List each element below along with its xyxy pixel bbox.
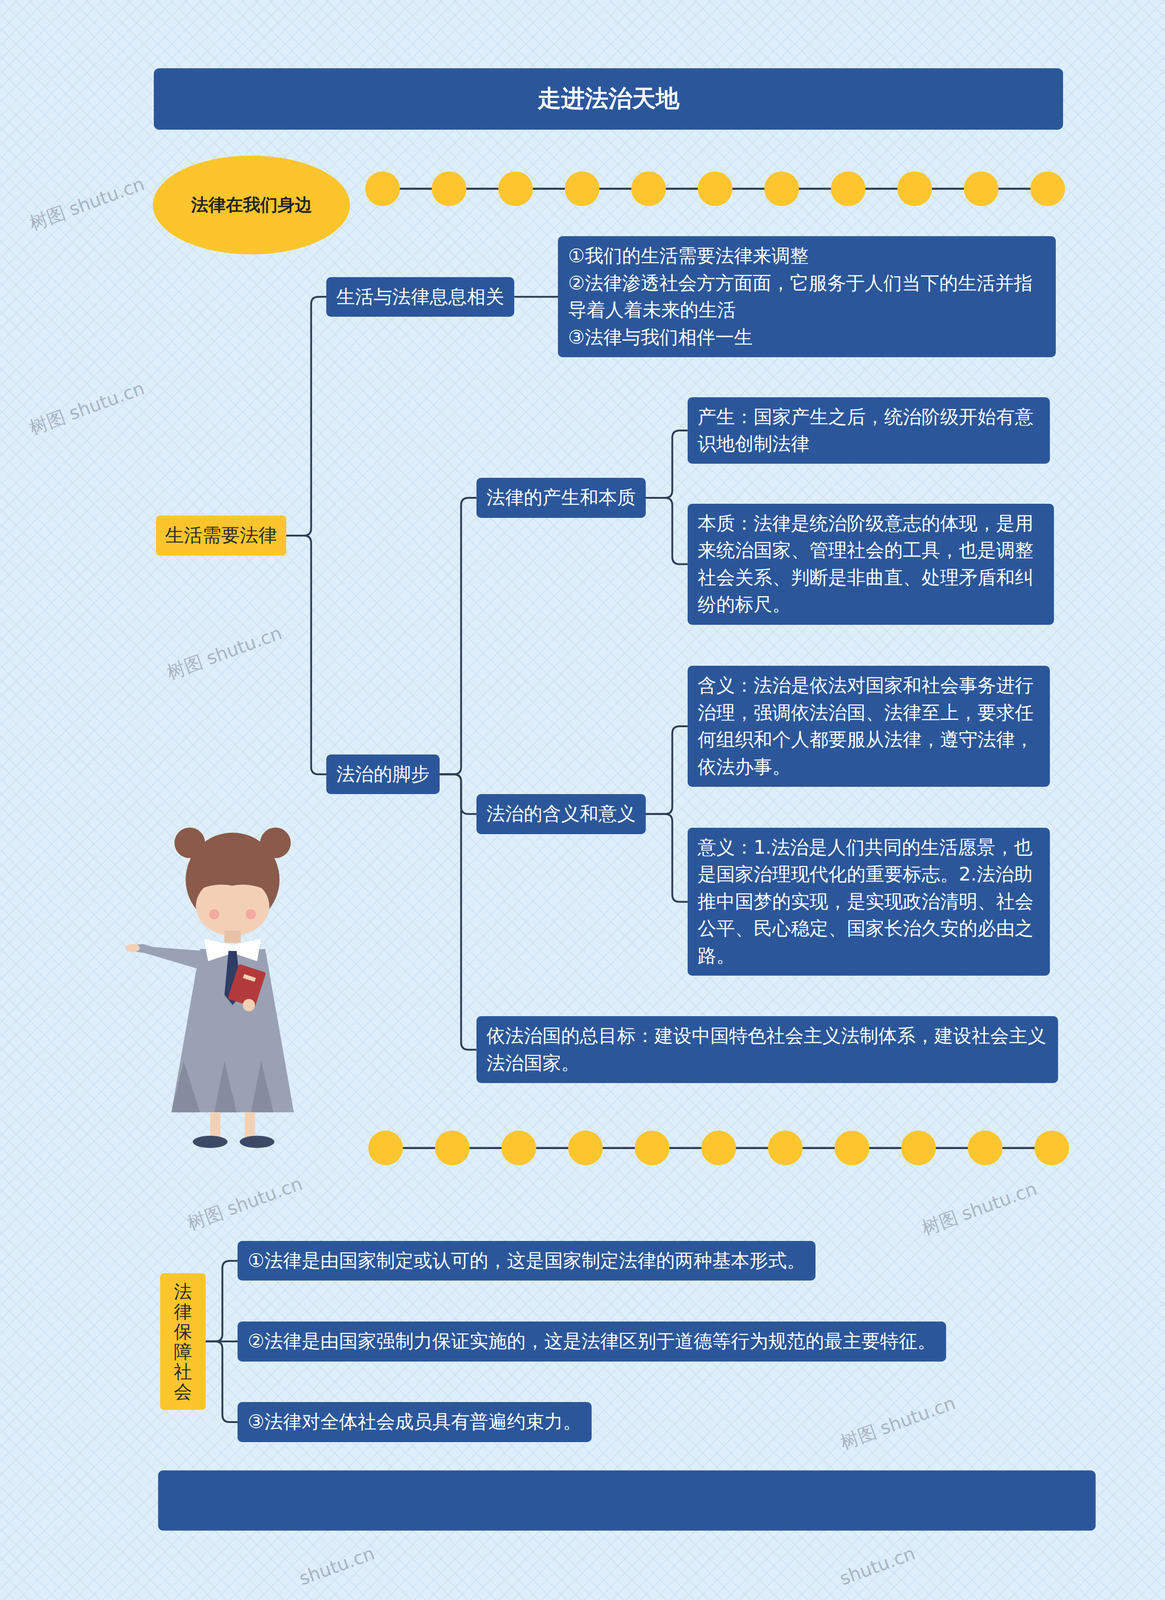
tree-connector [286,296,327,536]
girl-illustration [125,827,294,1149]
node-text: 法律在我们身边 [191,193,313,217]
tree-connector [439,774,477,814]
node-text: ③法律对全体社会成员具有普遍约束力。 [247,1408,582,1436]
node-text: 生活与法律息息相关 [336,283,505,311]
node-text: 生活需要法律 [165,521,278,549]
bottom-bar [157,1470,1096,1531]
node-text: 法律的产生和本质 [486,484,636,512]
node-text: 法治的含义和意义 [486,800,636,828]
watermark: 树图 shutu.cn [918,1176,1041,1241]
node-text: ①法律是由国家制定或认可的，这是国家制定法律的两种基本形式。 [247,1247,806,1275]
node-text: ③法律与我们相伴一生 [567,324,1046,351]
tree-connector [439,497,477,775]
watermark: 树图 shutu.cn [163,620,286,685]
node-text: 产生：国家产生之后，统治阶级开始有意识地创制法律 [697,403,1040,458]
tree-connector [205,1261,238,1342]
vertical-category-box: 法律保障社会 [160,1273,206,1410]
node-text: ②法律渗透社会方方面面，它服务于人们当下的生活并指导着人着未来的生活 [567,269,1046,325]
node-text: 法律保障社会 [173,1281,193,1402]
watermark: 树图 shutu.cn [25,375,148,441]
node-text: 意义：1.法治是人们共同的生活愿景，也是国家治理现代化的重要标志。2.法治助推中… [697,834,1040,970]
tree-connector [645,814,688,902]
watermark: 树图 shutu.cn [183,1171,306,1236]
title-bar: 走进法治天地 [153,68,1063,130]
watermark: 树图 shutu.cn [836,1390,959,1456]
tree-connector [514,295,558,298]
topic-box: 生活与法律息息相关 [326,277,515,317]
topic-box: 法治的脚步 [326,754,440,795]
watermark: shutu.cn [836,1542,918,1590]
topic-box: 意义：1.法治是人们共同的生活愿景，也是国家治理现代化的重要标志。2.法治助推中… [687,827,1050,976]
topic-box: 依法治国的总目标：建设中国特色社会主义法制体系，建设社会主义法治国家。 [476,1016,1059,1084]
watermark: 树图 shutu.cn [25,171,148,237]
topic-box: 本质：法律是统治阶级意志的体现，是用来统治国家、管理社会的工具，也是调整社会关系… [687,503,1054,625]
tree-connector [205,1341,238,1423]
topic-box: ①我们的生活需要法律来调整②法律渗透社会方方面面，它服务于人们当下的生活并指导着… [557,236,1056,358]
tree-connector [645,726,688,815]
tree-connector [286,535,327,775]
node-text: 依法治国的总目标：建设中国特色社会主义法制体系，建设社会主义法治国家。 [486,1022,1049,1077]
tree-connector [645,497,688,565]
watermark: shutu.cn [296,1542,378,1590]
topic-box: 产生：国家产生之后，统治阶级开始有意识地创制法律 [687,397,1050,465]
topic-box: ②法律是由国家强制力保证实施的，这是法律区别于道德等行为规范的最主要特征。 [237,1321,947,1362]
tree-connector [645,430,688,498]
node-text: 法治的脚步 [336,760,430,788]
dot-rows [365,171,1070,1166]
tree-connector [439,774,477,1050]
node-text: 含义：法治是依法对国家和社会事务进行治理，强调依法治国、法律至上，要求任何组织和… [697,672,1040,781]
header-oval: 法律在我们身边 [152,155,350,255]
category-box: 生活需要法律 [156,515,287,556]
node-text: ①我们的生活需要法律来调整 [567,242,1046,270]
title-text: 走进法治天地 [537,82,680,115]
topic-box: 法治的含义和意义 [476,794,646,834]
topic-box: 法律的产生和本质 [476,477,646,518]
node-text: 本质：法律是统治阶级意志的体现，是用来统治国家、管理社会的工具，也是调整社会关系… [697,510,1044,619]
topic-box: ①法律是由国家制定或认可的，这是国家制定法律的两种基本形式。 [237,1240,816,1281]
topic-box: ③法律对全体社会成员具有普遍约束力。 [237,1402,592,1442]
node-text: ②法律是由国家强制力保证实施的，这是法律区别于道德等行为规范的最主要特征。 [247,1327,937,1355]
topic-box: 含义：法治是依法对国家和社会事务进行治理，强调依法治国、法律至上，要求任何组织和… [687,665,1050,787]
